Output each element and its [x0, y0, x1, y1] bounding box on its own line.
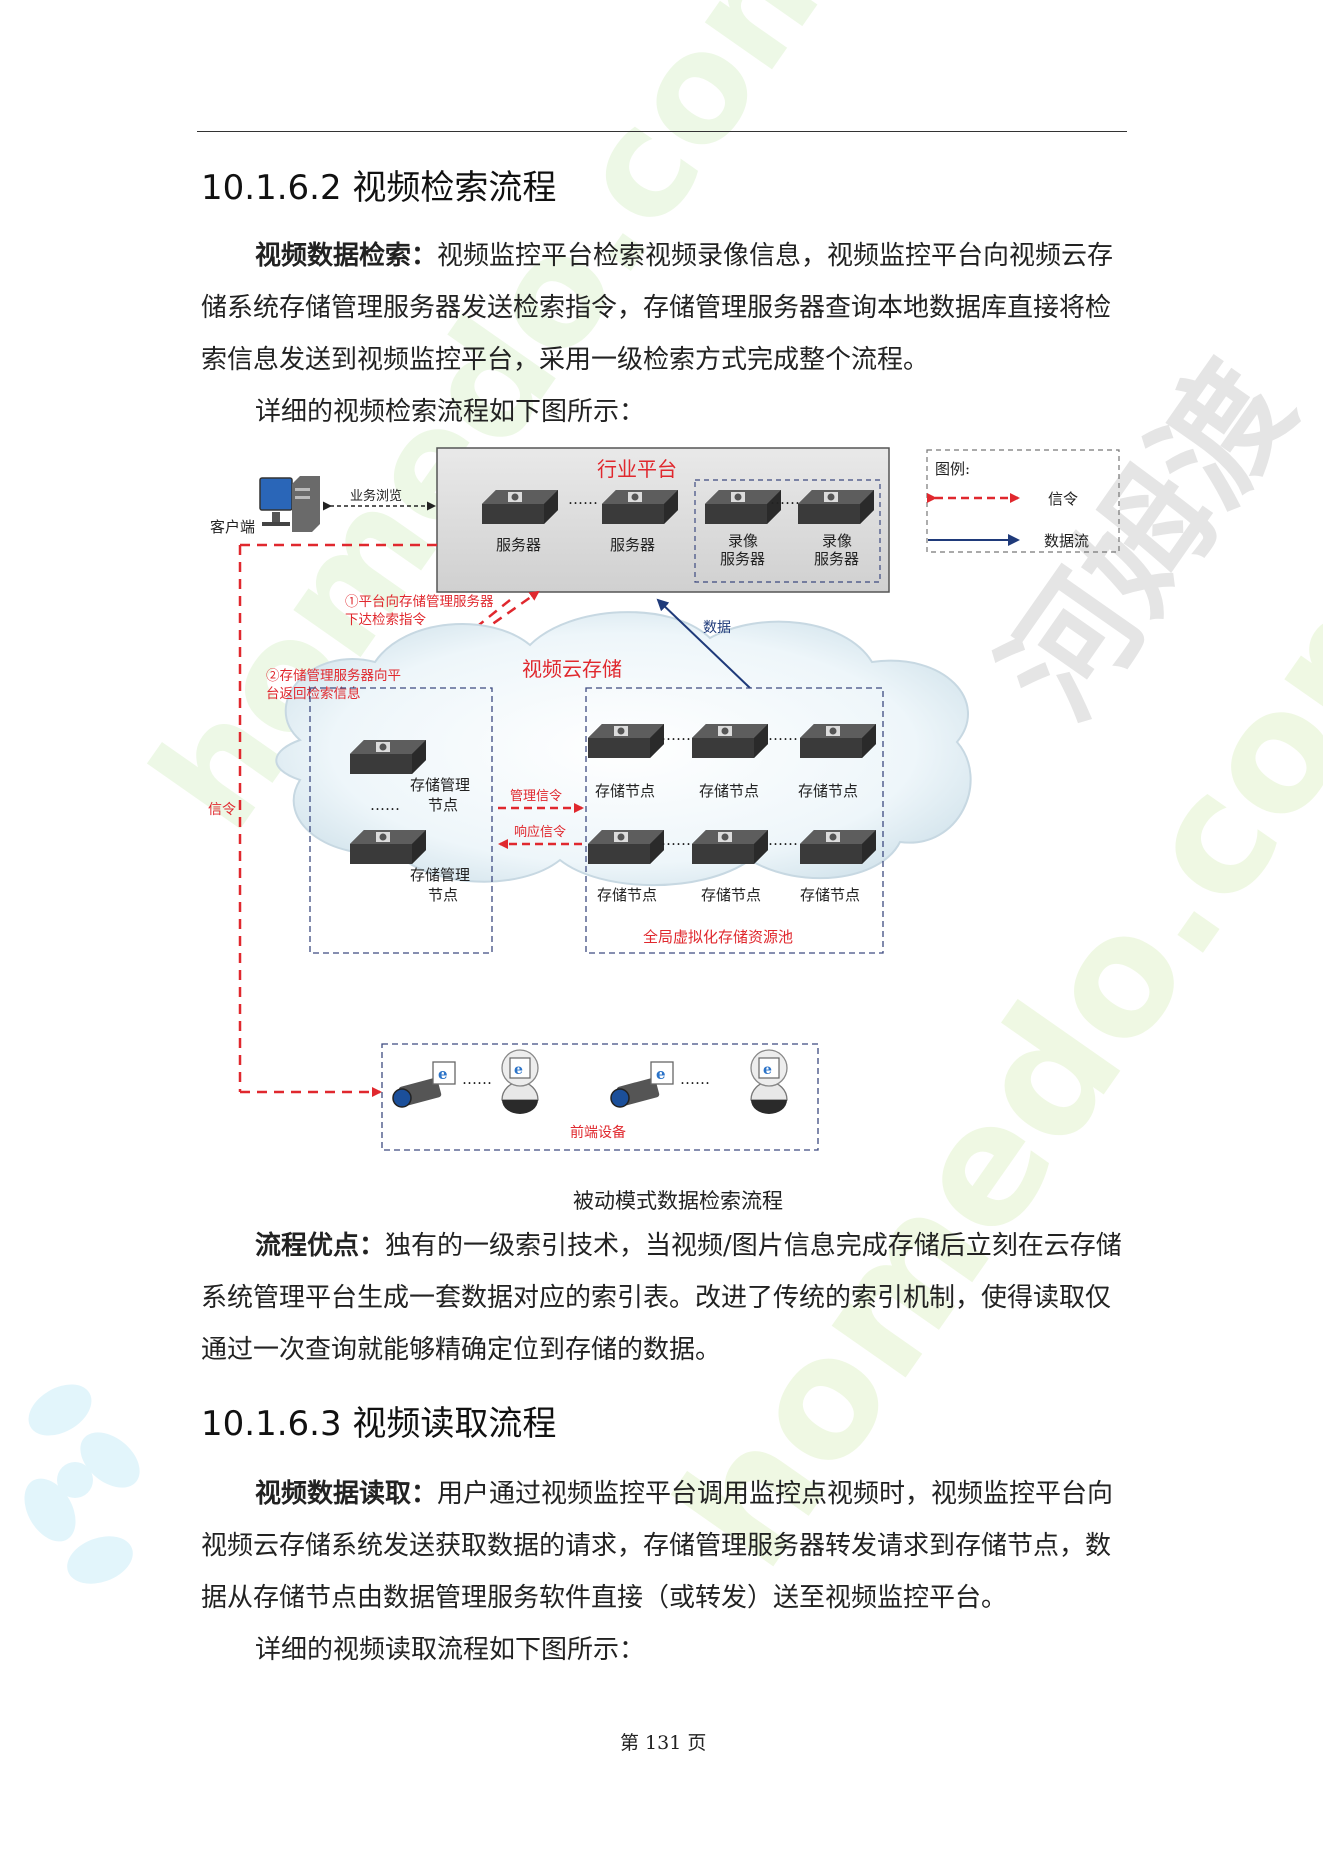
client-pc-icon [259, 476, 320, 532]
ellipsis: …… [568, 490, 598, 508]
recording-server-label: 录像 [822, 532, 852, 550]
dome-camera-icon: e [501, 1049, 539, 1114]
recording-server-label: 服务器 [720, 550, 765, 568]
front-end-label: 前端设备 [570, 1124, 626, 1141]
legend-signal-label: 信令 [1048, 490, 1078, 508]
management-node-label: 节点 [428, 886, 458, 904]
industry-platform-label: 行业平台 [597, 457, 677, 481]
ellipsis: …… [768, 726, 798, 744]
server-icon [482, 490, 558, 524]
legend-box [926, 449, 1120, 553]
svg-text:e: e [438, 1065, 448, 1083]
paragraph: 详细的视频读取流程如下图所示： [255, 1635, 646, 1665]
recording-server-icon [798, 490, 874, 524]
legend-title: 图例: [935, 460, 970, 478]
paragraph: 详细的视频检索流程如下图所示： [255, 397, 646, 427]
storage-node-icon [588, 830, 664, 864]
client-label: 客户端 [210, 518, 255, 536]
storage-pool-label: 全局虚拟化存储资源池 [643, 928, 793, 946]
storage-node-icon [800, 724, 876, 758]
step1-label: ①平台向存储管理服务器 [345, 594, 494, 610]
paragraph-body: 用户通过视频监控平台调用监控点视频时，视频监控平台向视频云存储系统发送获取数据的… [201, 1479, 1114, 1613]
storage-node-label: 存储节点 [800, 886, 860, 904]
storage-node-icon [588, 724, 664, 758]
response-signal-label: 响应信令 [514, 824, 566, 840]
ellipsis: …… [661, 831, 691, 849]
dome-camera-icon: e [750, 1049, 788, 1114]
step2-label: ②存储管理服务器向平 [266, 668, 401, 684]
data-arrow [656, 598, 751, 689]
management-nodes-box [309, 687, 493, 954]
paragraph: 视频数据读取：用户通过视频监控平台调用监控点视频时，视频监控平台向视频云存储系统… [201, 1468, 1126, 1624]
management-node-label: 存储管理 [410, 776, 470, 794]
management-node-icon [350, 830, 426, 864]
ellipsis: …… [770, 490, 800, 508]
management-signal-label: 管理信令 [510, 789, 562, 804]
management-node-label: 存储管理 [410, 866, 470, 884]
signal-label: 信令 [208, 802, 236, 818]
server-icon [602, 490, 678, 524]
retrieval-flow-diagram: 行业平台 服务器 …… 服务器 录像 服务器 …… 录像 服务器 客户端 业务浏… [208, 447, 1120, 1151]
step1-label: 下达检索指令 [345, 612, 426, 628]
paragraph-lead: 视频数据检索： [255, 241, 438, 271]
header-rule [197, 131, 1127, 132]
server-label: 服务器 [496, 536, 541, 554]
paragraph-body: 独有的一级索引技术，当视频/图片信息完成存储后立刻在云存储系统管理平台生成一套数… [201, 1231, 1122, 1365]
storage-node-icon [692, 830, 768, 864]
front-end-box [381, 1043, 819, 1151]
ellipsis: …… [462, 1070, 492, 1088]
section-heading: 10.1.6.2 视频检索流程 [201, 168, 557, 208]
storage-pool-box [585, 687, 884, 954]
storage-node-label: 存储节点 [597, 886, 657, 904]
watermark-flower-logo [24, 1384, 140, 1584]
management-node-icon [350, 740, 426, 774]
paragraph-lead: 视频数据读取： [255, 1479, 438, 1509]
paragraph-body: 视频监控平台检索视频录像信息，视频监控平台向视频云存储系统存储管理服务器发送检索… [201, 241, 1114, 375]
recording-server-label: 服务器 [814, 550, 859, 568]
storage-node-icon [692, 724, 768, 758]
data-label: 数据 [703, 620, 731, 636]
server-label: 服务器 [610, 536, 655, 554]
recording-server-label: 录像 [728, 532, 758, 550]
storage-node-label: 存储节点 [595, 782, 655, 800]
paragraph-lead: 流程优点： [255, 1231, 386, 1261]
ellipsis: …… [370, 796, 400, 814]
management-node-label: 节点 [428, 796, 458, 814]
storage-node-label: 存储节点 [701, 886, 761, 904]
storage-node-icon [800, 830, 876, 864]
ellipsis: …… [661, 726, 691, 744]
paragraph: 视频数据检索：视频监控平台检索视频录像信息，视频监控平台向视频云存储系统存储管理… [201, 230, 1126, 386]
ellipsis: …… [768, 831, 798, 849]
section-heading: 10.1.6.3 视频读取流程 [201, 1404, 557, 1444]
paragraph: 流程优点：独有的一级索引技术，当视频/图片信息完成存储后立刻在云存储系统管理平台… [201, 1220, 1126, 1376]
cloud-storage-label: 视频云存储 [522, 657, 622, 681]
storage-node-label: 存储节点 [699, 782, 759, 800]
svg-text:e: e [656, 1065, 666, 1083]
figure-caption: 被动模式数据检索流程 [573, 1189, 783, 1213]
camera-icon: e [610, 1061, 674, 1108]
ellipsis: …… [680, 1070, 710, 1088]
business-browse-label: 业务浏览 [350, 488, 402, 504]
recording-servers-box [694, 479, 881, 583]
svg-text:e: e [514, 1062, 523, 1078]
camera-icon: e [392, 1061, 456, 1108]
storage-node-label: 存储节点 [798, 782, 858, 800]
legend-dataflow-label: 数据流 [1044, 532, 1089, 550]
svg-text:e: e [763, 1062, 772, 1078]
step2-label: 台返回检索信息 [266, 685, 361, 702]
page-number: 第 131 页 [620, 1732, 707, 1754]
